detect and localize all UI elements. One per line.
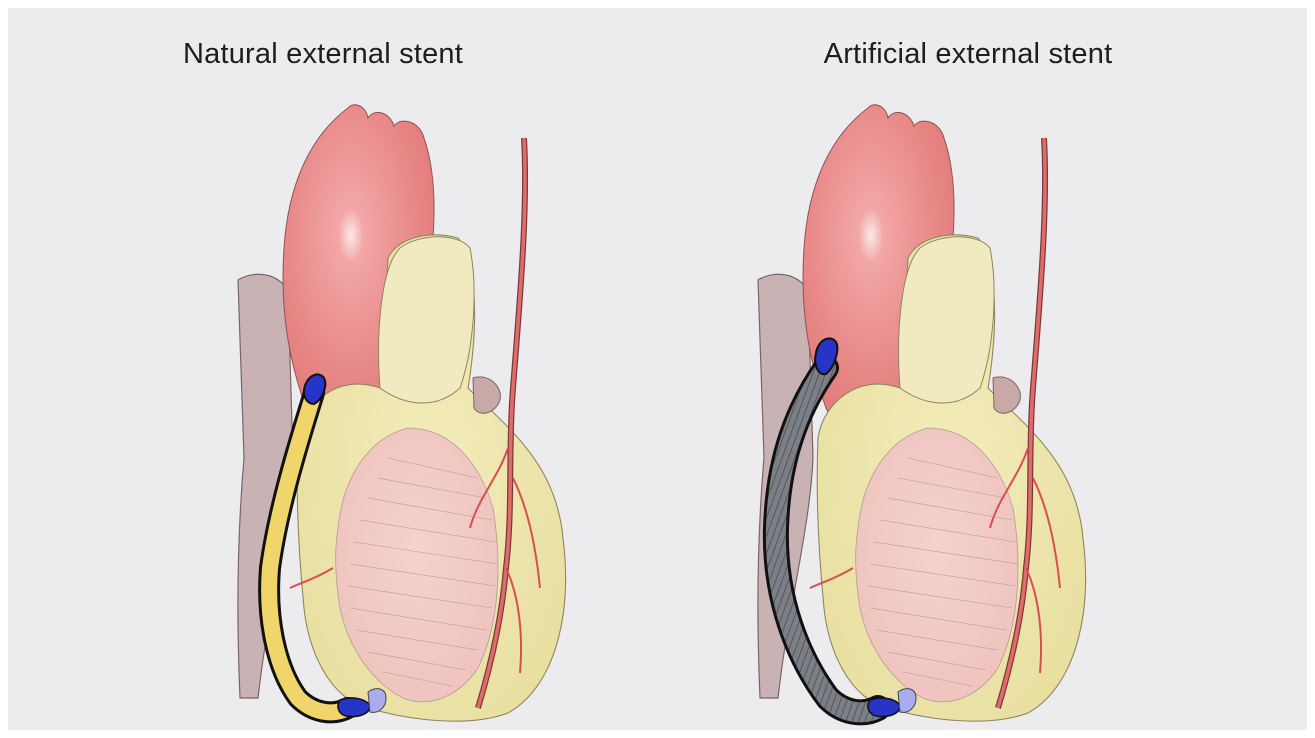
graft-distal-tip	[868, 698, 900, 717]
fat-lobe	[899, 237, 994, 403]
figure-canvas: Natural external stent	[8, 8, 1307, 730]
panel-natural: Natural external stent	[8, 8, 658, 730]
panel-artificial: Artificial external stent	[658, 8, 1307, 730]
heart-illustration	[8, 8, 658, 730]
atrial-appendage	[993, 377, 1020, 413]
atrial-appendage	[473, 377, 500, 413]
heart-illustration	[658, 8, 1307, 730]
graft-distal-tip	[338, 698, 370, 717]
fat-lobe	[379, 237, 474, 403]
